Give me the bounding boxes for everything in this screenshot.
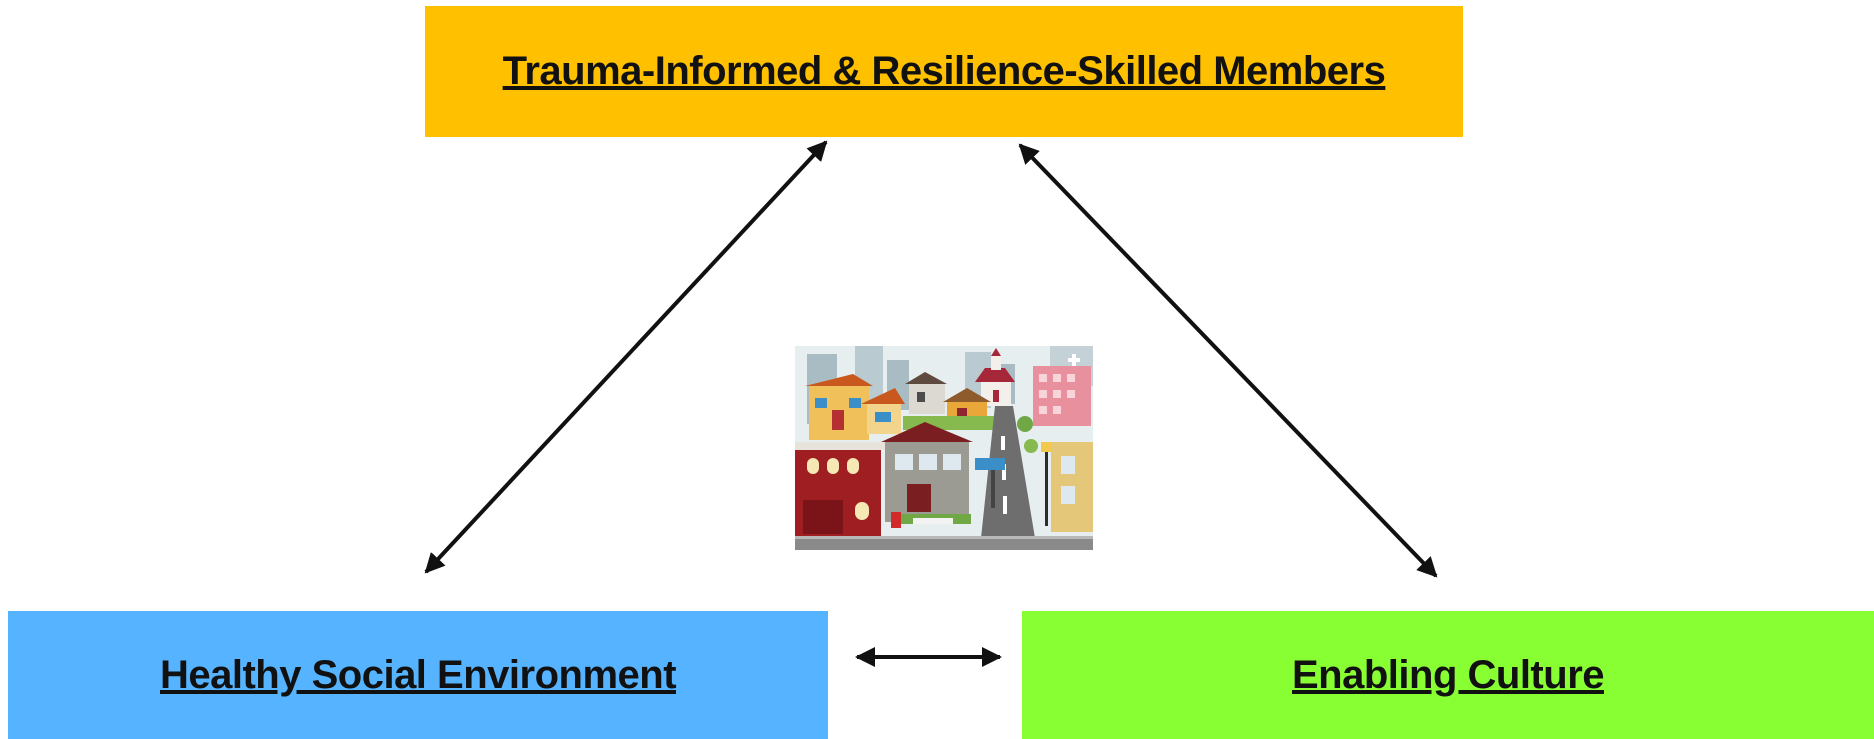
node-label-right: Enabling Culture: [1292, 652, 1605, 697]
arrow-top-right: [1018, 143, 1438, 578]
node-enabling-culture: Enabling Culture: [1022, 611, 1874, 739]
node-trauma-informed-members: Trauma-Informed & Resilience-Skilled Mem…: [425, 6, 1463, 137]
node-label-top: Trauma-Informed & Resilience-Skilled Mem…: [502, 49, 1386, 93]
town-illustration-icon: [795, 346, 1093, 550]
node-healthy-social-environment: Healthy Social Environment: [8, 611, 828, 739]
node-label-left: Healthy Social Environment: [159, 652, 677, 697]
arrow-top-left: [424, 140, 828, 574]
